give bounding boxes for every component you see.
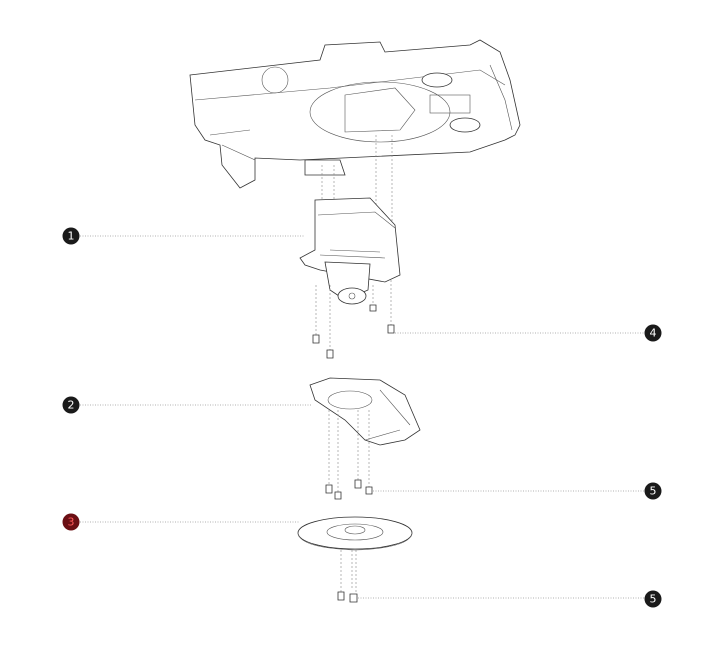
callout-3: 3 bbox=[62, 513, 80, 531]
base-plate bbox=[297, 516, 413, 551]
housing-assembly bbox=[189, 39, 521, 189]
module-screws bbox=[312, 280, 395, 359]
callout-5-bracket: 5 bbox=[644, 482, 662, 500]
camera-module bbox=[299, 197, 401, 305]
callout-2: 2 bbox=[62, 396, 80, 414]
mount-bracket bbox=[309, 377, 421, 446]
callout-5-base: 5 bbox=[644, 590, 662, 608]
callout-1: 1 bbox=[62, 227, 80, 245]
bracket-screws bbox=[325, 479, 373, 500]
callout-4: 4 bbox=[644, 324, 662, 342]
base-screws bbox=[337, 591, 358, 603]
